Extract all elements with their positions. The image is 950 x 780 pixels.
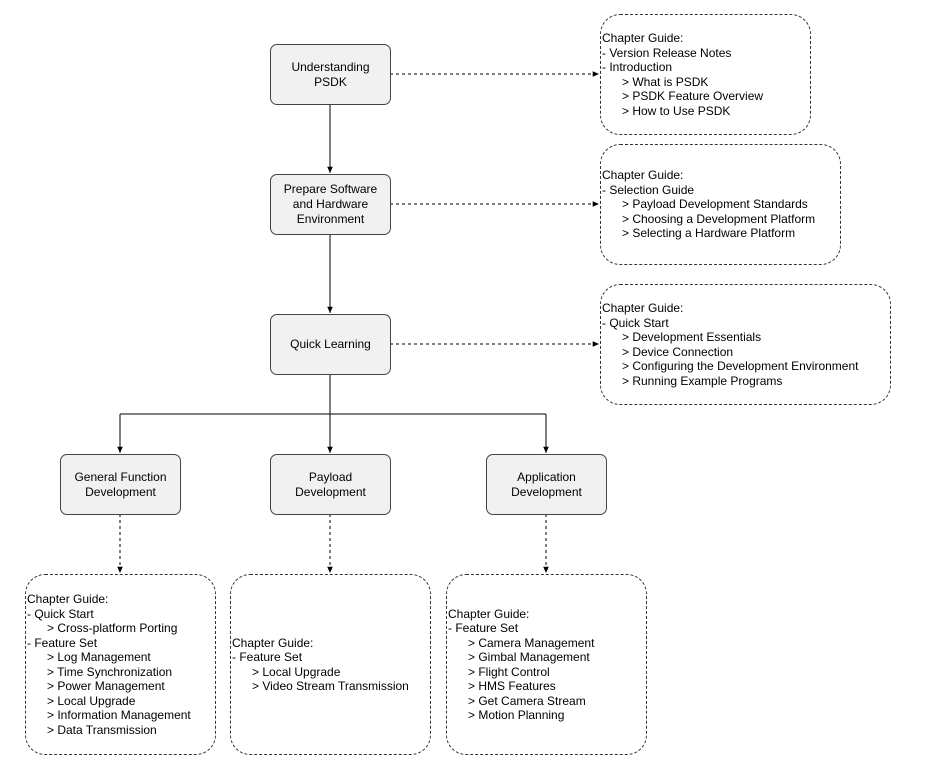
guide-line: Chapter Guide: [232, 635, 314, 650]
guide-line: - Introduction [602, 60, 673, 74]
guide-line: > Flight Control [448, 664, 550, 679]
guide-line: > Get Camera Stream [448, 693, 586, 708]
guide-payload: Chapter Guide:- Feature Set > Local Upgr… [230, 574, 431, 755]
guide-line: > Information Management [27, 708, 191, 722]
guide-line: > Cross-platform Porting [27, 621, 178, 635]
guide-prepare: Chapter Guide:- Selection Guide > Payloa… [600, 144, 841, 265]
guide-line: > Device Connection [602, 344, 734, 359]
guide-line: - Quick Start [27, 606, 94, 621]
guide-quick-learning: Chapter Guide:- Quick Start > Developmen… [600, 284, 891, 405]
guide-line: > Development Essentials [602, 330, 762, 344]
guide-line: > Log Management [27, 650, 151, 664]
guide-application: Chapter Guide:- Feature Set > Camera Man… [446, 574, 647, 755]
guide-line: > Payload Development Standards [602, 197, 808, 212]
guide-line: Chapter Guide: [602, 31, 684, 45]
guide-line: > Selecting a Hardware Platform [602, 226, 796, 241]
guide-line: > Configuring the Development Environmen… [602, 359, 859, 373]
guide-line: > What is PSDK [602, 74, 709, 89]
guide-line: > PSDK Feature Overview [602, 89, 764, 103]
guide-line: - Version Release Notes [602, 45, 732, 60]
node-quick-learning: Quick Learning [270, 314, 391, 375]
guide-line: > Local Upgrade [27, 693, 136, 708]
guide-line: > Motion Planning [448, 708, 565, 722]
guide-line: > How to Use PSDK [602, 103, 731, 118]
guide-line: > Power Management [27, 679, 165, 693]
guide-line: > Local Upgrade [232, 664, 341, 679]
guide-line: - Feature Set [448, 621, 519, 635]
guide-line: - Feature Set [232, 650, 303, 664]
guide-general-function: Chapter Guide:- Quick Start > Cross-plat… [25, 574, 216, 755]
guide-line: > Camera Management [448, 635, 595, 650]
guide-line: - Selection Guide [602, 182, 695, 197]
guide-line: > HMS Features [448, 679, 556, 693]
guide-understanding: Chapter Guide:- Version Release Notes- I… [600, 14, 811, 135]
guide-line: Chapter Guide: [27, 592, 109, 606]
guide-line: > Time Synchronization [27, 664, 173, 679]
guide-line: - Quick Start [602, 315, 669, 330]
guide-line: Chapter Guide: [602, 168, 684, 183]
guide-line: Chapter Guide: [448, 606, 530, 621]
node-label: Quick Learning [290, 337, 371, 351]
guide-line: > Choosing a Development Platform [602, 211, 816, 226]
guide-line: > Video Stream Transmission [232, 679, 409, 693]
guide-line: Chapter Guide: [602, 301, 684, 315]
guide-line: - Feature Set [27, 635, 98, 650]
guide-line: > Gimbal Management [448, 650, 590, 664]
guide-line: > Data Transmission [27, 722, 157, 737]
guide-line: > Running Example Programs [602, 373, 783, 388]
